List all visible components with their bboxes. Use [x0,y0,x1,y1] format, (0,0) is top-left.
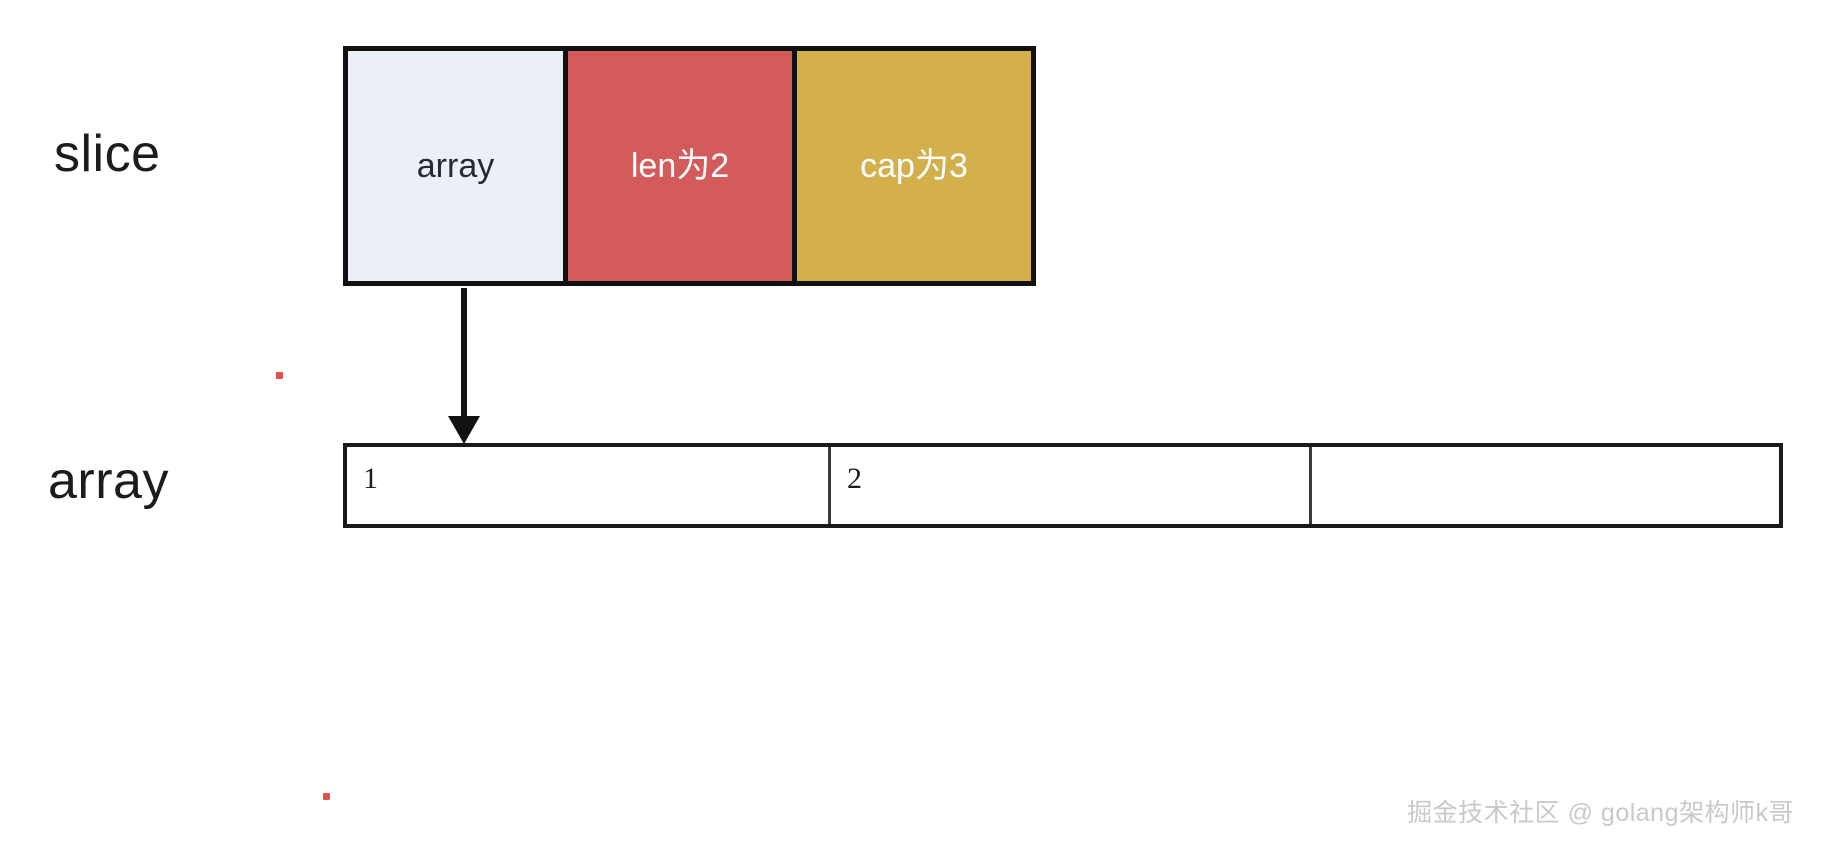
slice-field-array-pointer: array [348,51,568,281]
array-cell [1309,447,1779,524]
red-dot-marker [276,372,283,379]
slice-field-array-pointer-label: array [416,147,495,185]
slice-field-capacity: cap为3 [797,51,1031,281]
slice-field-length: len为2 [568,51,797,281]
array-cell: 2 [828,447,1309,524]
slice-row-label: slice [54,125,161,183]
array-cell-value: 2 [847,462,862,495]
array-cell: 1 [347,447,828,524]
array-cell-value: 1 [363,462,378,495]
slice-field-capacity-label: cap为3 [860,147,968,185]
slice-struct-box: array len为2 cap为3 [343,46,1036,286]
backing-array-box: 1 2 [343,443,1783,528]
array-pointer-arrow-icon [448,288,480,444]
array-row-label: array [48,452,169,510]
watermark-text: 掘金技术社区 @ golang架构师k哥 [1407,799,1794,827]
slice-field-length-label: len为2 [630,147,730,185]
red-dot-marker [323,793,330,800]
